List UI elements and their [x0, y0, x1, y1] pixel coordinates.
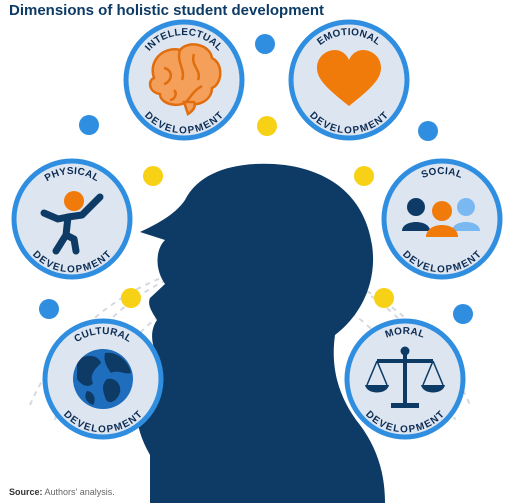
- source-text: Authors' analysis.: [44, 487, 115, 497]
- moral-label-top: MORAL: [384, 326, 426, 341]
- dimension-cultural: CULTURAL DEVELOPMENT: [42, 318, 164, 440]
- person-jumping-icon: [40, 191, 104, 255]
- blue-dot: [453, 304, 473, 324]
- blue-dot: [79, 115, 99, 135]
- yellow-dot: [121, 288, 141, 308]
- svg-text:MORAL: MORAL: [384, 326, 427, 341]
- yellow-dot: [143, 166, 163, 186]
- blue-dot: [418, 121, 438, 141]
- dimension-physical: PHYSICAL DEVELOPMENT: [11, 158, 133, 280]
- decorative-dots: [39, 34, 473, 324]
- source-label: Source:: [9, 487, 43, 497]
- dimension-moral: MORAL DEVELOPMENT: [344, 318, 466, 440]
- heart-icon: [317, 50, 381, 106]
- scales-icon: [365, 346, 445, 408]
- people-group-icon: [402, 198, 480, 237]
- blue-dot: [39, 299, 59, 319]
- blue-dot: [255, 34, 275, 54]
- social-label-top: SOCIAL: [420, 166, 464, 181]
- yellow-dot: [374, 288, 394, 308]
- brain-icon: [148, 43, 222, 116]
- yellow-dot: [354, 166, 374, 186]
- dimension-intellectual: INTELLECTUAL DEVELOPMENT: [123, 19, 245, 141]
- page-title: Dimensions of holistic student developme…: [9, 2, 325, 19]
- dimension-emotional: EMOTIONAL DEVELOPMENT: [288, 19, 410, 141]
- source-note: Source: Authors' analysis.: [9, 487, 115, 497]
- yellow-dot: [257, 116, 277, 136]
- head-silhouette: [136, 163, 385, 503]
- globe-icon: [73, 349, 133, 409]
- dimension-social: SOCIAL DEVELOPMENT: [381, 158, 503, 280]
- svg-text:SOCIAL: SOCIAL: [420, 166, 464, 181]
